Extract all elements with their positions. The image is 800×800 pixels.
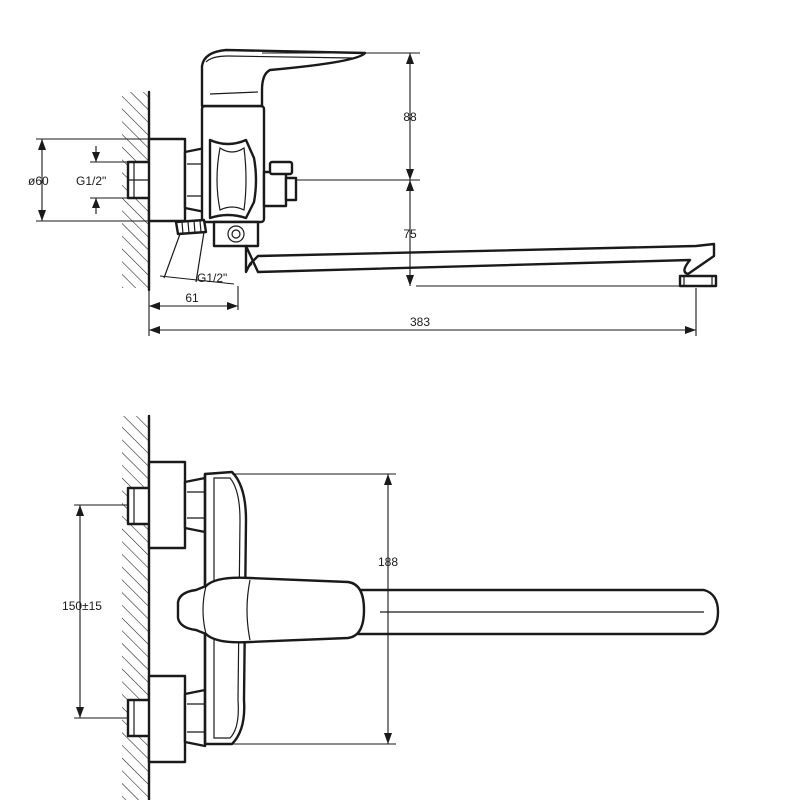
- dim-height-88: 88: [403, 53, 417, 180]
- dim-diameter-label: ø60: [28, 174, 49, 188]
- dim-body-188: 188: [378, 474, 398, 744]
- side-shower-outlet: [163, 218, 208, 283]
- dim-diameter-60: ø60: [28, 139, 49, 221]
- side-spout: [244, 242, 718, 288]
- dim-centers-150: 150±15: [62, 505, 102, 718]
- top-upper-fitting: [126, 460, 210, 550]
- side-mixer-body: [200, 104, 266, 224]
- dim-length-label: 383: [410, 315, 430, 329]
- top-lever-handle: [176, 576, 366, 644]
- thread-bottom-label: G1/2": [197, 271, 227, 285]
- dim-thread-bottom: G1/2": [159, 271, 235, 285]
- dim-depth-61: 61: [149, 291, 238, 310]
- side-wall-flange: [147, 137, 187, 223]
- dim-depth-label: 61: [185, 291, 199, 305]
- top-wall: [122, 414, 151, 800]
- dim-height-label: 88: [403, 110, 417, 124]
- top-extension-lines: [74, 473, 396, 745]
- side-view: 88 75 ø60 G1/2" G1/2": [28, 48, 718, 336]
- thread-top-label: G1/2": [76, 174, 106, 188]
- dim-thread-top: G1/2": [76, 146, 106, 214]
- dim-spout-height-75: 75: [403, 180, 417, 286]
- dim-centers-label: 150±15: [62, 599, 102, 613]
- side-diverter-knob: [262, 160, 298, 208]
- side-lever-handle: [200, 48, 367, 108]
- dim-spout-height-label: 75: [403, 227, 417, 241]
- side-spout-base: [212, 220, 260, 248]
- top-lower-fitting: [126, 674, 210, 764]
- dim-body-label: 188: [378, 555, 398, 569]
- side-extension-lines: [36, 52, 697, 336]
- top-spout: [356, 588, 720, 636]
- dim-length-383: 383: [149, 315, 696, 334]
- top-view: 188 150±15: [62, 414, 720, 800]
